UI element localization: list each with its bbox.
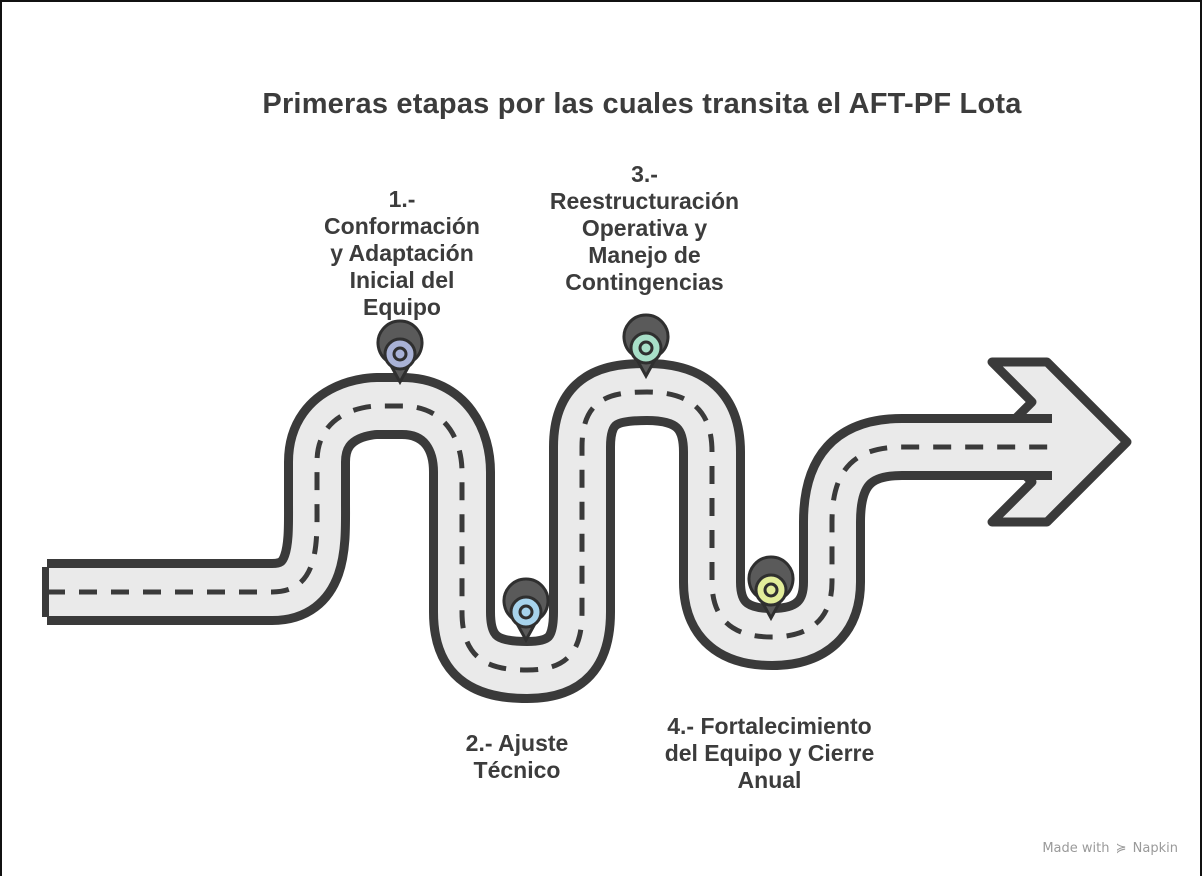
stage-1-label: 1.- Conformación y Adaptación Inicial de… [324, 186, 480, 320]
made-with-credit: Made with ≽ Napkin [1042, 841, 1178, 856]
stage-2-label: 2.- Ajuste Técnico [465, 730, 569, 783]
stage-3-label: 3.- Reestructuración Operativa y Manejo … [549, 161, 740, 295]
map-pin-icon [502, 577, 550, 644]
map-pin-icon [747, 555, 795, 622]
napkin-logo-icon: ≽ [1115, 841, 1127, 856]
stage-4-label: 4.- Fortalecimiento del Equipo y Cierre … [664, 713, 875, 793]
road-centerline [47, 389, 1052, 673]
credit-prefix: Made with [1042, 841, 1110, 856]
map-pin-icon [622, 313, 670, 380]
road-start-cap [42, 567, 49, 617]
map-pin-icon [376, 319, 424, 386]
diagram-title: Primeras etapas por las cuales transita … [262, 88, 1022, 120]
credit-brand: Napkin [1132, 841, 1178, 856]
